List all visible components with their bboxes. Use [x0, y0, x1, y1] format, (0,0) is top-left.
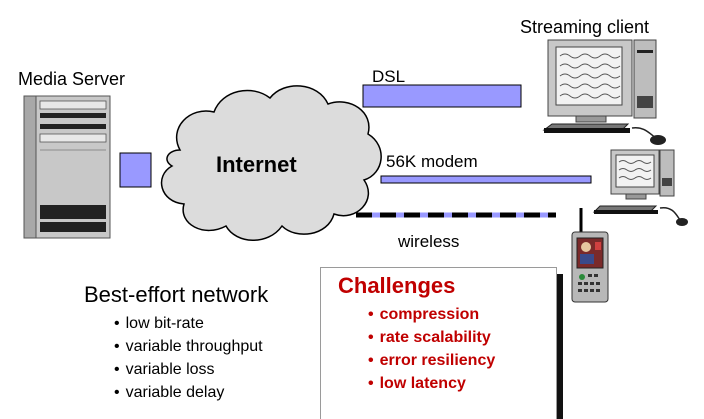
network-item: low bit-rate: [114, 312, 268, 335]
challenge-item: low latency: [368, 372, 495, 395]
media-server-label: Media Server: [18, 69, 126, 89]
network-title: Best-effort network: [84, 282, 269, 307]
challenge-item: error resiliency: [368, 349, 496, 372]
challenges: Challenges compression rate scalability …: [338, 275, 495, 395]
small-computer-icon: [592, 149, 688, 226]
modem-label: 56K modem: [386, 152, 478, 171]
challenges-title: Challenges: [338, 273, 456, 298]
network-properties: Best-effort network low bit-rate variabl…: [84, 284, 268, 404]
dsl-label: DSL: [372, 67, 406, 86]
internet-cloud-icon: [160, 85, 382, 241]
internet-label: Internet: [216, 152, 297, 177]
network-item: variable throughput: [114, 335, 268, 358]
desktop-computer-icon: [542, 39, 666, 145]
challenge-item: rate scalability: [368, 326, 495, 349]
streaming-client-label: Streaming client: [520, 17, 650, 37]
mobile-device-icon: [571, 208, 609, 303]
wireless-label: wireless: [398, 232, 460, 251]
network-item: variable loss: [114, 358, 268, 381]
challenges-box-shadow: [557, 274, 563, 419]
server-link: [119, 152, 152, 188]
challenge-item: compression: [368, 303, 495, 326]
network-list: low bit-rate variable throughput variabl…: [84, 312, 268, 404]
network-item: variable delay: [114, 381, 268, 404]
dsl-link: [362, 84, 522, 108]
challenges-list: compression rate scalability error resil…: [338, 303, 496, 395]
modem-link: [380, 175, 592, 184]
media-server-icon: [23, 95, 111, 239]
